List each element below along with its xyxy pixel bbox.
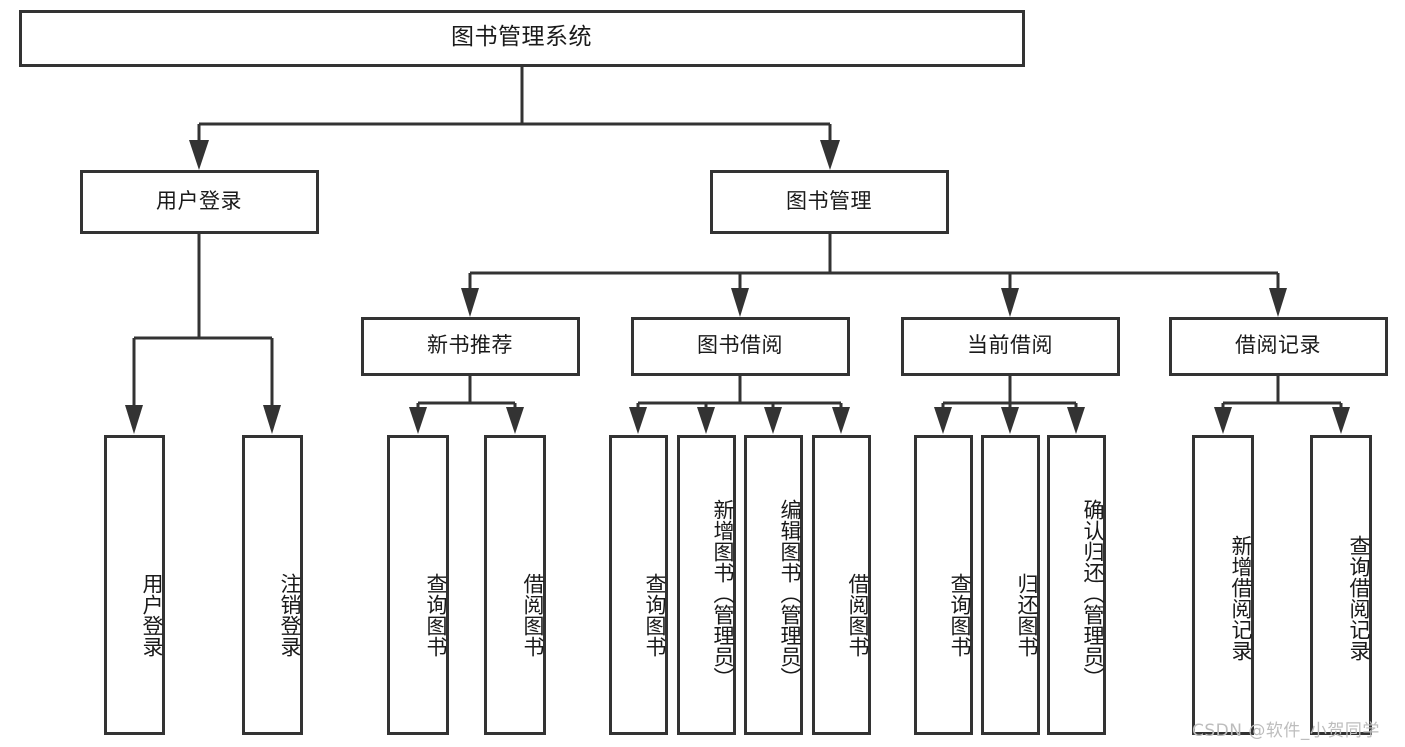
node-leaf-nbr-2-box[interactable]: [484, 435, 546, 735]
arrowhead-book-manage: [820, 140, 840, 170]
arrowhead-leaf-user-login: [125, 405, 143, 434]
node-leaf-user-login-box[interactable]: [104, 435, 165, 735]
arrowhead-current-borrow: [1001, 288, 1019, 317]
node-current-borrow-box[interactable]: [901, 317, 1120, 376]
arrowhead-bb-leaf-3: [764, 407, 782, 434]
node-leaf-bb-1-box[interactable]: [609, 435, 668, 735]
arrowhead-bb-leaf-4: [832, 407, 850, 434]
arrowhead-borrow-record: [1269, 288, 1287, 317]
node-book-borrow-box[interactable]: [631, 317, 850, 376]
arrowhead-nbr-leaf-1: [409, 407, 427, 434]
arrowhead-book-borrow: [731, 288, 749, 317]
arrowhead-bb-leaf-2: [697, 407, 715, 434]
arrowhead-cb-leaf-3: [1067, 407, 1085, 434]
arrowhead-br-leaf-1: [1214, 407, 1232, 434]
node-leaf-br-1-box[interactable]: [1192, 435, 1254, 735]
arrowhead-new-book-recommend: [461, 288, 479, 317]
node-new-book-recommend-box[interactable]: [361, 317, 580, 376]
arrowhead-cb-leaf-2: [1001, 407, 1019, 434]
node-leaf-cb-2-box[interactable]: [981, 435, 1040, 735]
arrowhead-cb-leaf-1: [934, 407, 952, 434]
arrowhead-user-login: [189, 140, 209, 170]
node-leaf-nbr-1-box[interactable]: [387, 435, 449, 735]
node-leaf-bb-4-box[interactable]: [812, 435, 871, 735]
node-leaf-logout-box[interactable]: [242, 435, 303, 735]
arrowhead-leaf-logout: [263, 405, 281, 434]
node-borrow-record-box[interactable]: [1169, 317, 1388, 376]
node-leaf-cb-3-box[interactable]: [1047, 435, 1106, 735]
arrowhead-br-leaf-2: [1332, 407, 1350, 434]
node-book-manage-box[interactable]: [710, 170, 949, 234]
node-root-box[interactable]: [19, 10, 1025, 67]
arrowhead-bb-leaf-1: [629, 407, 647, 434]
arrowhead-nbr-leaf-2: [506, 407, 524, 434]
node-leaf-br-2-box[interactable]: [1310, 435, 1372, 735]
node-leaf-bb-2-box[interactable]: [677, 435, 736, 735]
node-leaf-cb-1-box[interactable]: [914, 435, 973, 735]
node-leaf-bb-3-box[interactable]: [744, 435, 803, 735]
node-user-login-box[interactable]: [80, 170, 319, 234]
